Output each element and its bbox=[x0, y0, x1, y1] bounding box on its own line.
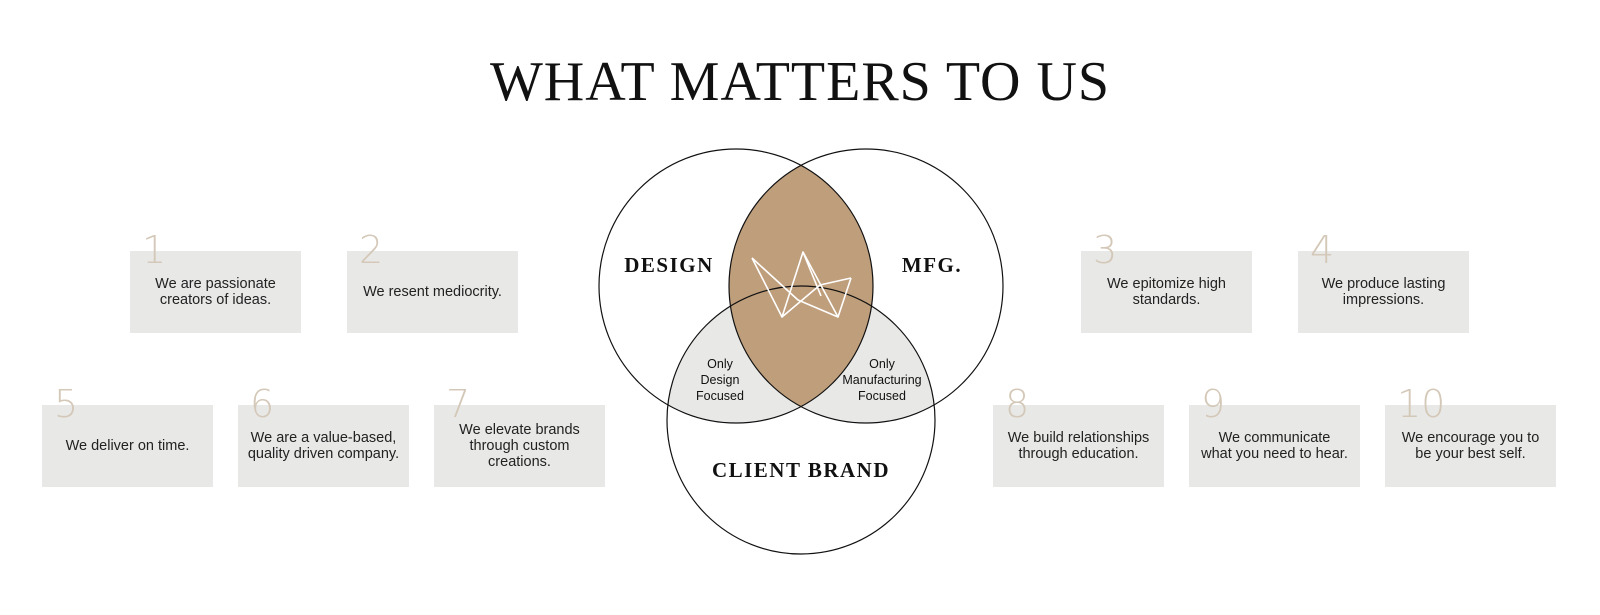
value-card-4: 4 We produce lasting impressions. bbox=[1298, 231, 1469, 333]
value-card-5: 5 We deliver on time. bbox=[42, 385, 213, 487]
value-card-9: 9 We communicate what you need to hear. bbox=[1189, 385, 1360, 487]
value-number: 10 bbox=[1397, 382, 1446, 426]
value-number: 5 bbox=[54, 382, 79, 426]
value-number: 7 bbox=[446, 382, 471, 426]
value-text: We are a value-based, quality driven com… bbox=[247, 430, 400, 462]
mfg-label: MFG. bbox=[902, 253, 962, 277]
client-brand-circle bbox=[666, 285, 936, 555]
value-number: 8 bbox=[1005, 382, 1030, 426]
design-mfg-overlap bbox=[729, 149, 873, 423]
page-title: WHAT MATTERS TO US bbox=[489, 51, 1111, 113]
design-label: DESIGN bbox=[624, 253, 714, 277]
client-brand-label: CLIENT BRAND bbox=[712, 458, 890, 482]
value-number: 9 bbox=[1201, 382, 1226, 426]
value-text: We communicate what you need to hear. bbox=[1201, 430, 1348, 462]
value-text: We are passionate creators of ideas. bbox=[155, 276, 276, 308]
value-card-1: 1 We are passionate creators of ideas. bbox=[130, 231, 301, 333]
value-text: We deliver on time. bbox=[65, 438, 190, 454]
design-only-line-3: Focused bbox=[696, 389, 744, 403]
value-number: 2 bbox=[359, 228, 384, 272]
value-card-6: 6 We are a value-based, quality driven c… bbox=[238, 385, 409, 487]
value-card-7: 7 We elevate brands through custom creat… bbox=[434, 385, 605, 487]
mfg-only-line-2: Manufacturing bbox=[842, 373, 921, 387]
value-text: We epitomize high standards. bbox=[1106, 276, 1227, 308]
value-text: We encourage you to be your best self. bbox=[1401, 430, 1540, 462]
value-text: We elevate brands through custom creatio… bbox=[459, 422, 580, 470]
value-text: We produce lasting impressions. bbox=[1321, 276, 1446, 308]
value-number: 3 bbox=[1093, 228, 1118, 272]
design-only-line-2: Design bbox=[701, 373, 740, 387]
value-card-2: 2 We resent mediocrity. bbox=[347, 231, 518, 333]
design-only-line-1: Only bbox=[707, 357, 733, 371]
value-card-8: 8 We build relationships through educati… bbox=[993, 385, 1164, 487]
value-number: 4 bbox=[1310, 228, 1335, 272]
crown-logo-icon bbox=[751, 251, 852, 318]
mfg-only-line-3: Focused bbox=[858, 389, 906, 403]
mfg-circle bbox=[728, 148, 1004, 424]
value-text: We build relationships through education… bbox=[1007, 430, 1150, 462]
value-text: We resent mediocrity. bbox=[363, 284, 502, 300]
value-card-3: 3 We epitomize high standards. bbox=[1081, 231, 1252, 333]
design-circle bbox=[598, 148, 874, 424]
value-number: 6 bbox=[250, 382, 275, 426]
value-number: 1 bbox=[142, 228, 167, 272]
value-card-10: 10 We encourage you to be your best self… bbox=[1385, 385, 1556, 487]
mfg-only-line-1: Only bbox=[869, 357, 895, 371]
